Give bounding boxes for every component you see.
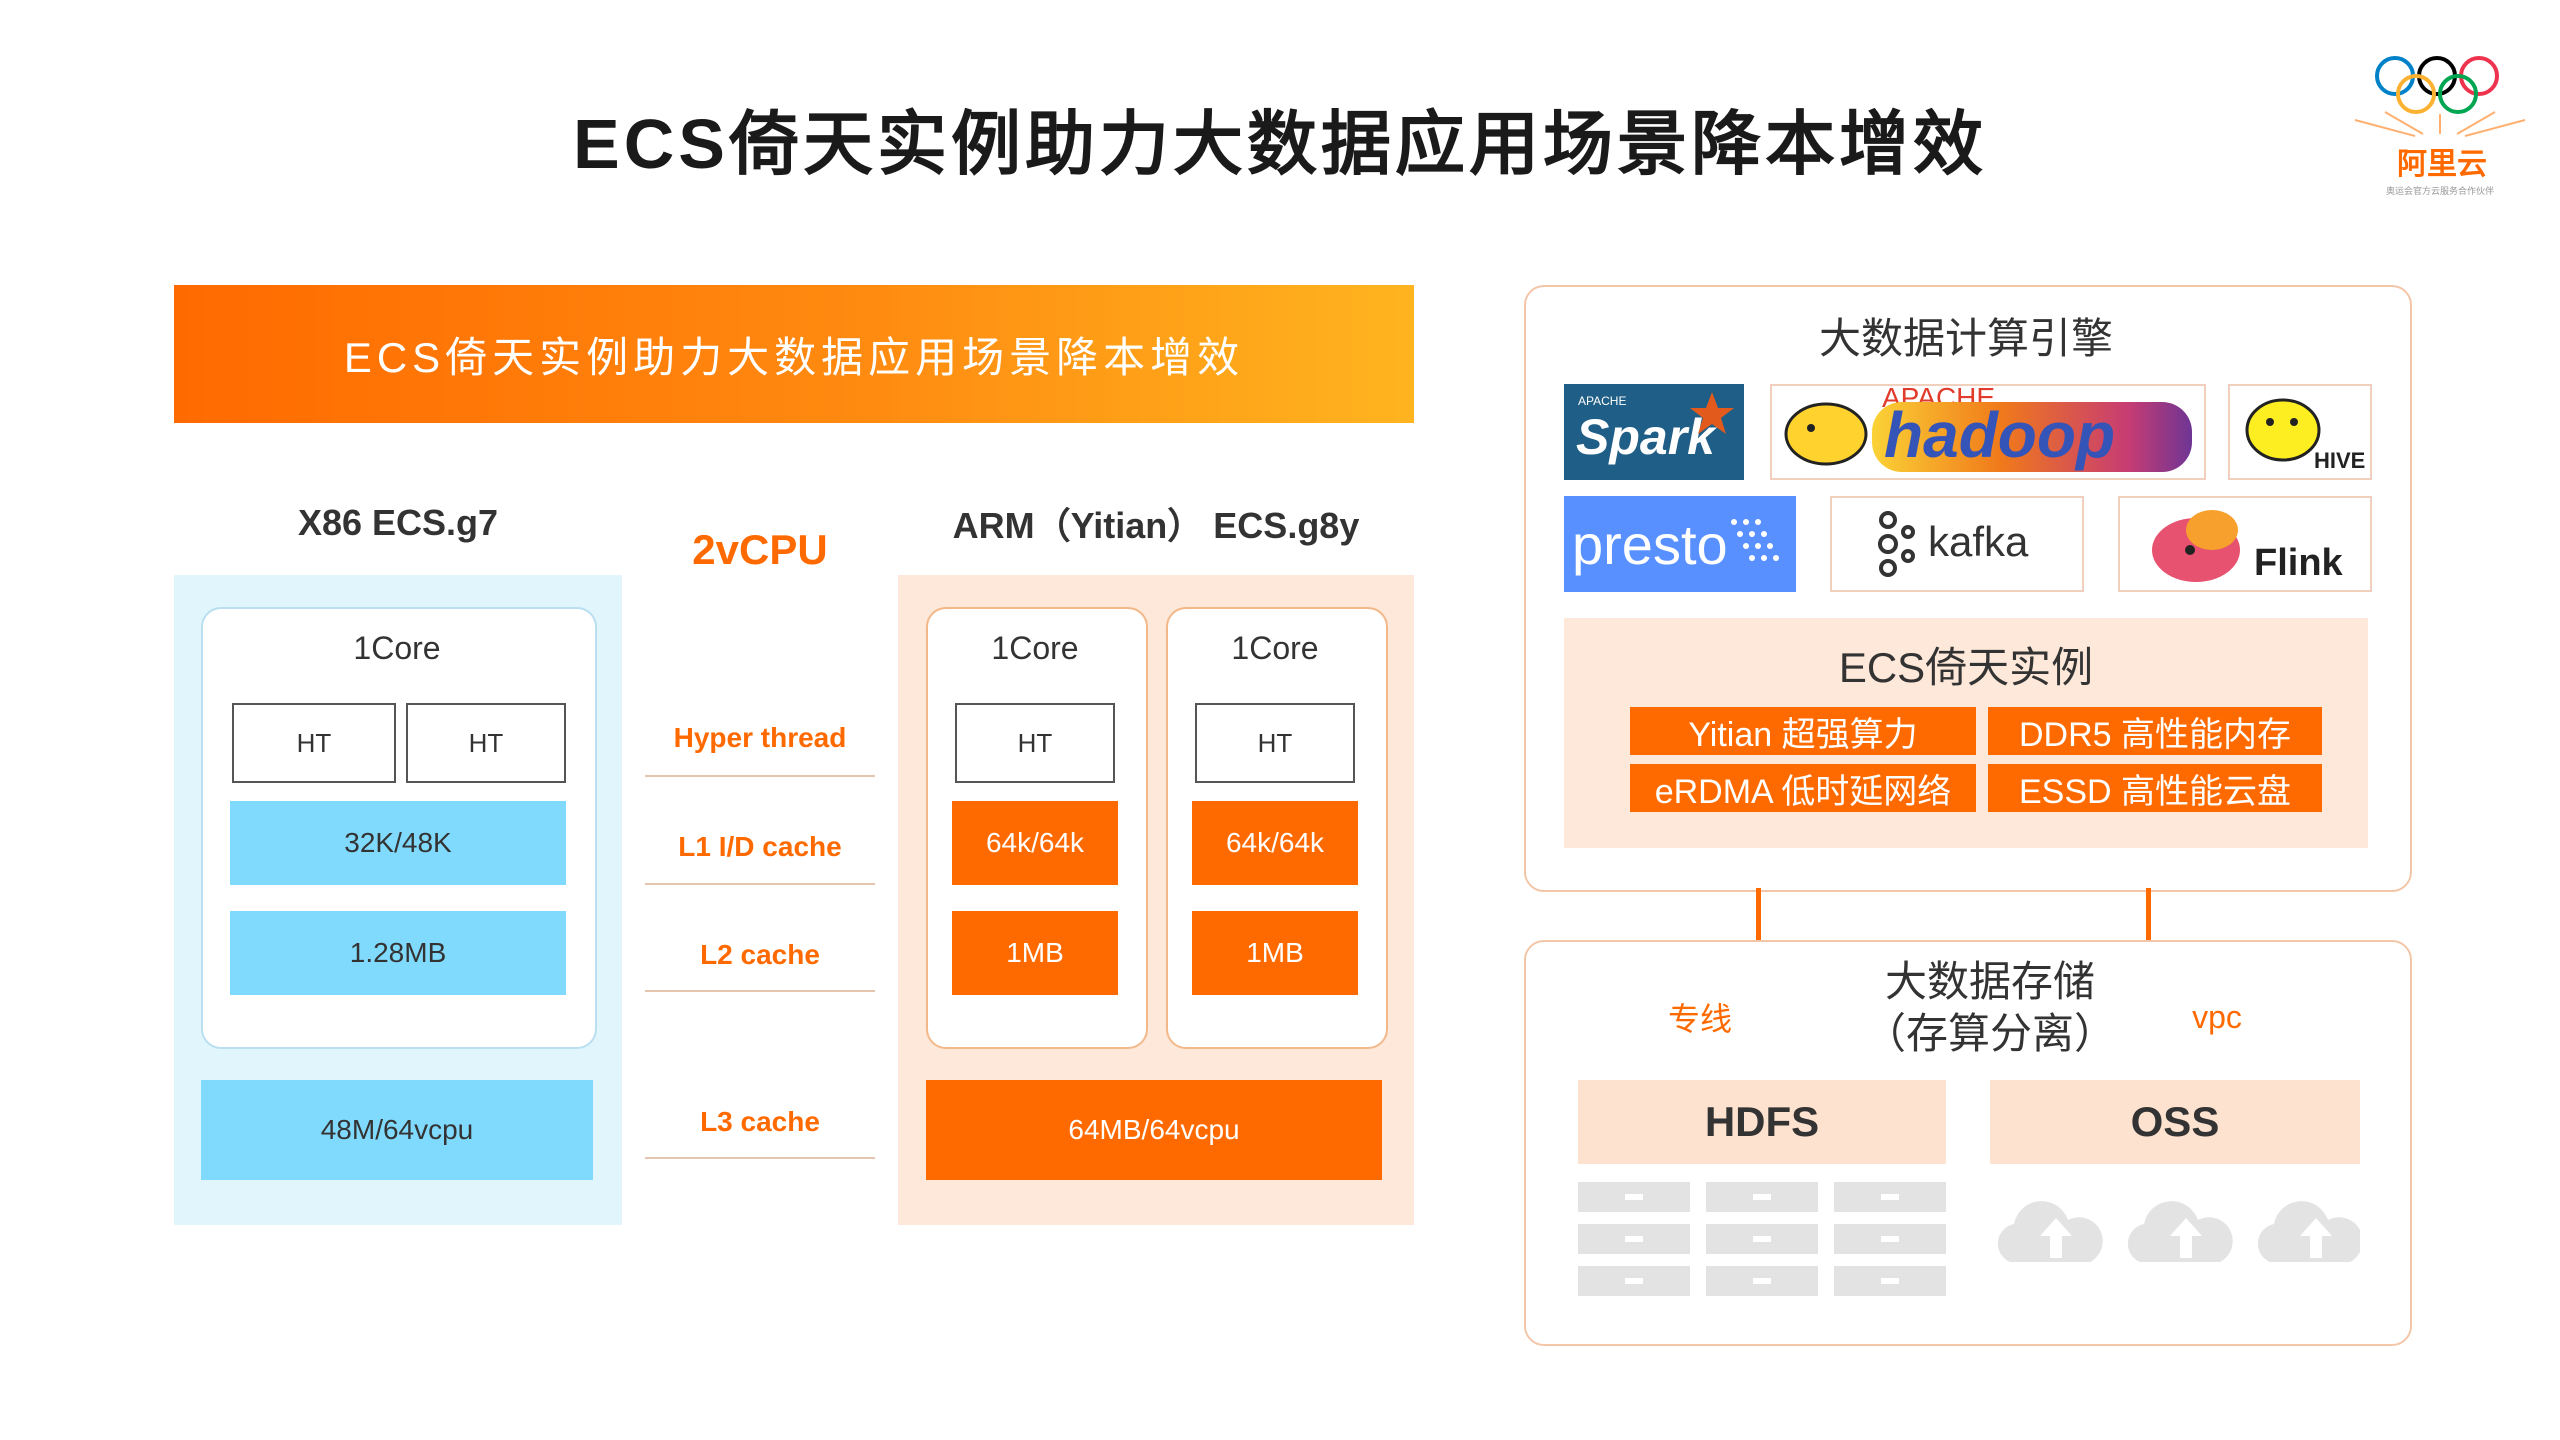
flink-logo: Flink bbox=[2118, 496, 2372, 592]
arm-heading: ARM（Yitian） ECS.g8y bbox=[952, 505, 1360, 546]
dedicated-line-label: 专线 bbox=[1667, 1001, 1732, 1037]
hadoop-logo-text: hadoop bbox=[1884, 399, 2116, 471]
spark-logo-text: Spark bbox=[1576, 409, 1715, 465]
arm-l2-cache-2: 1MB bbox=[1192, 911, 1358, 995]
kafka-icon bbox=[1878, 511, 1915, 577]
ecs-yitian-title: ECS倚天实例 bbox=[1838, 643, 2094, 691]
hive-bee-icon bbox=[2245, 398, 2321, 462]
oss-box: OSS bbox=[1990, 1080, 2360, 1164]
x86-panel: 1Core HT HT 32K/48K 1.28MB 48M/64vcpu bbox=[174, 575, 622, 1225]
presto-logo-text: presto bbox=[1572, 513, 1728, 576]
arm-panel: 1Core HT 64k/64k 1MB 1Core HT 64k/64k 1M… bbox=[898, 575, 1414, 1225]
logo-subtext: 奥运会官方云服务合作伙伴 bbox=[2385, 185, 2494, 196]
x86-ht-1: HT bbox=[232, 703, 396, 783]
spark-logo-top: APACHE bbox=[1578, 394, 1627, 408]
label-l1-cache: L1 I/D cache bbox=[678, 831, 842, 862]
arm-ht-2: HT bbox=[1195, 703, 1355, 783]
feature-essd: ESSD 高性能云盘 bbox=[1988, 764, 2322, 812]
storage-title: 大数据存储 bbox=[1884, 957, 2095, 1005]
hadoop-logo: APACHE hadoop bbox=[1770, 384, 2206, 480]
x86-l2-cache: 1.28MB bbox=[230, 911, 566, 995]
arm-l2-cache-1: 1MB bbox=[952, 911, 1118, 995]
olympic-rings-logo bbox=[2354, 56, 2526, 137]
page-title: ECS倚天实例助力大数据应用场景降本增效 bbox=[573, 104, 1987, 183]
arm-ht-1: HT bbox=[955, 703, 1115, 783]
label-hyper-thread: Hyper thread bbox=[673, 722, 847, 753]
divider bbox=[645, 883, 875, 885]
arm-l3-cache: 64MB/64vcpu bbox=[926, 1080, 1382, 1180]
kafka-logo: kafka bbox=[1830, 496, 2084, 592]
hadoop-elephant-icon bbox=[1784, 402, 1868, 466]
cloud-upload-icon bbox=[1997, 1201, 2360, 1262]
feature-yitian: Yitian 超强算力 bbox=[1630, 707, 1976, 755]
label-l3-cache: L3 cache bbox=[700, 1106, 820, 1137]
hdfs-box: HDFS bbox=[1578, 1080, 1946, 1164]
flink-squirrel-icon bbox=[2152, 510, 2240, 582]
kafka-logo-text: kafka bbox=[1928, 518, 2029, 565]
vcpu-heading: 2vCPU bbox=[692, 526, 828, 573]
spark-logo: APACHE Spark bbox=[1564, 384, 1744, 480]
divider bbox=[645, 990, 875, 992]
label-l2-cache: L2 cache bbox=[700, 939, 820, 970]
feature-erdma: eRDMA 低时延网络 bbox=[1630, 764, 1976, 812]
hive-logo-text: HIVE bbox=[2314, 448, 2366, 473]
arm-l1-cache-2: 64k/64k bbox=[1192, 801, 1358, 885]
divider bbox=[645, 775, 875, 777]
divider bbox=[645, 1157, 875, 1159]
presto-logo: presto bbox=[1564, 496, 1796, 592]
x86-heading: X86 ECS.g7 bbox=[297, 502, 499, 543]
x86-core-label: 1Core bbox=[353, 629, 441, 666]
spark-star-icon bbox=[1690, 392, 1734, 434]
banner: ECS倚天实例助力大数据应用场景降本增效 bbox=[174, 285, 1414, 423]
aliyun-logo-text: 阿里云 bbox=[2397, 148, 2487, 181]
server-rack-icon bbox=[1578, 1182, 1946, 1298]
vpc-label: vpc bbox=[2192, 998, 2242, 1035]
x86-l3-cache: 48M/64vcpu bbox=[201, 1080, 593, 1180]
arm-core-label-1: 1Core bbox=[991, 629, 1079, 666]
feature-ddr5: DDR5 高性能内存 bbox=[1988, 707, 2322, 755]
arm-core-label-2: 1Core bbox=[1231, 629, 1319, 666]
x86-ht-2: HT bbox=[406, 703, 566, 783]
storage-subtitle: （存算分离） bbox=[1863, 1009, 2116, 1057]
arm-l1-cache-1: 64k/64k bbox=[952, 801, 1118, 885]
presto-dots-icon bbox=[1731, 519, 1779, 561]
compute-engine-title: 大数据计算引擎 bbox=[1818, 314, 2113, 362]
x86-l1-cache: 32K/48K bbox=[230, 801, 566, 885]
hive-logo: HIVE bbox=[2228, 384, 2372, 480]
flink-logo-text: Flink bbox=[2254, 542, 2343, 584]
